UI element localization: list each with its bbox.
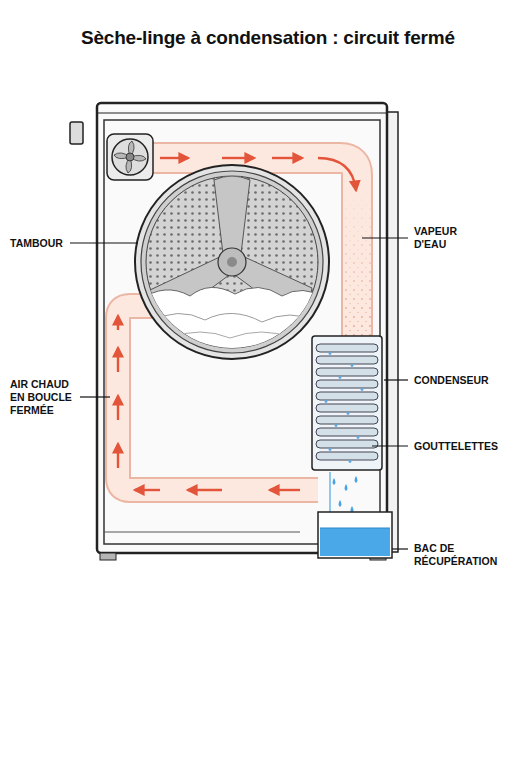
dryer-housing xyxy=(70,103,398,560)
callout-label: CONDENSEUR xyxy=(414,374,489,387)
diagram-title: Sèche-linge à condensation : circuit fer… xyxy=(81,26,455,50)
callout-label: GOUTTELETTES xyxy=(414,440,498,453)
fan xyxy=(107,134,153,180)
vapor-dots xyxy=(341,185,373,345)
callout-label: VAPEUR D'EAU xyxy=(414,225,474,251)
drum xyxy=(135,165,329,360)
callout-label: BAC DE RÉCUPÉRATION xyxy=(414,542,506,568)
callout-label: TAMBOUR xyxy=(10,237,63,250)
collection-tray xyxy=(318,512,392,558)
condenser xyxy=(312,336,382,470)
callout-label: AIR CHAUD EN BOUCLE FERMÉE xyxy=(10,378,78,417)
leader-lines xyxy=(70,238,408,549)
